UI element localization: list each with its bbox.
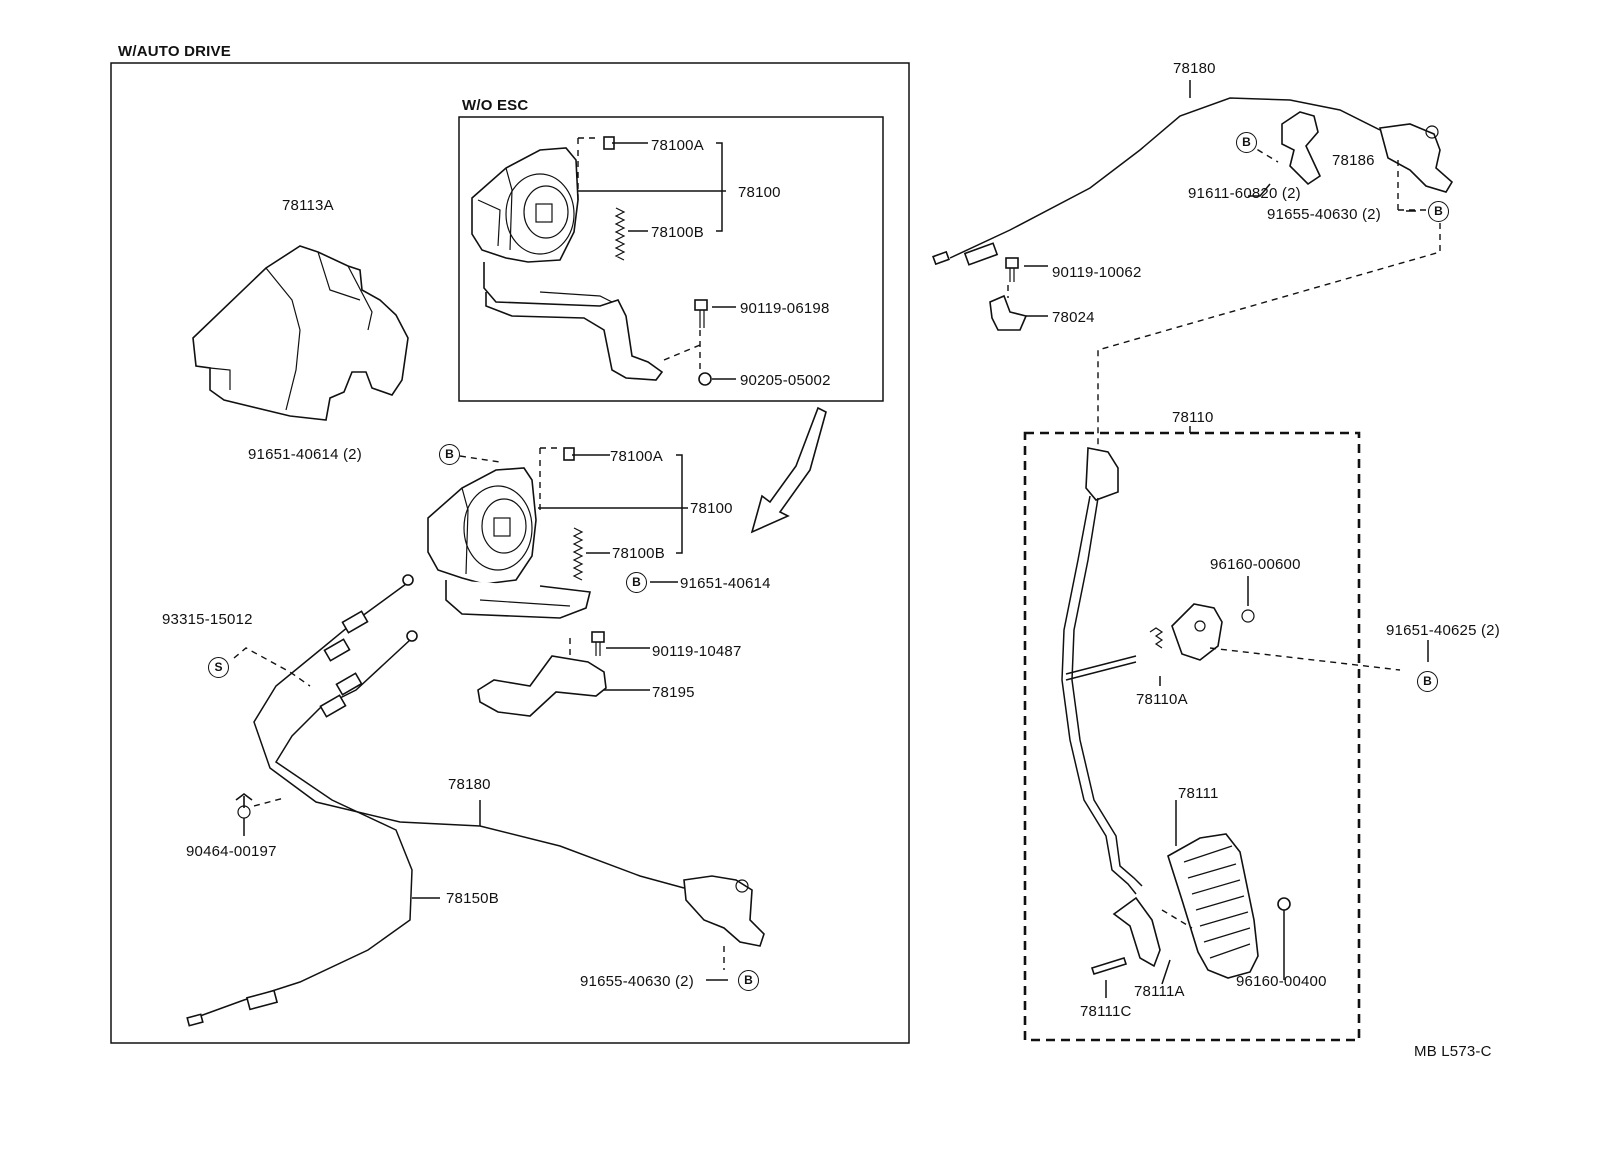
label-78110A: 78110A xyxy=(1136,691,1188,708)
label-78150B: 78150B xyxy=(446,890,499,907)
bolt-icon xyxy=(1005,257,1019,282)
label-90119-10487: 90119-10487 xyxy=(652,643,742,660)
marker-b: B xyxy=(1236,132,1257,153)
spring-icon xyxy=(1112,627,1164,968)
wo-esc-frame xyxy=(458,116,884,402)
label-inset-78100: 78100 xyxy=(738,184,781,201)
label-78100B: 78100B xyxy=(612,545,665,562)
clip-icon xyxy=(1241,609,1255,623)
cap-icon xyxy=(563,447,575,461)
header-auto-drive: W/AUTO DRIVE xyxy=(118,43,231,60)
bracket-icon xyxy=(483,262,664,381)
label-78195: 78195 xyxy=(652,684,695,701)
label-91611-60820: 91611-60820 (2) xyxy=(1188,185,1301,202)
auto-drive-frame xyxy=(110,62,910,1044)
cover-icon xyxy=(192,245,409,421)
label-inset-78100B: 78100B xyxy=(651,224,704,241)
bolt-icon xyxy=(591,631,605,656)
nut-icon xyxy=(698,372,712,386)
pedal-arm-icon xyxy=(1061,447,1143,895)
label-inset-78100A: 78100A xyxy=(651,137,704,154)
label-78024: 78024 xyxy=(1052,309,1095,326)
label-78113A: 78113A xyxy=(282,197,334,214)
arrow-icon xyxy=(750,406,827,534)
bracket-icon xyxy=(989,294,1028,331)
label-78111C: 78111C xyxy=(1080,1003,1132,1020)
marker-b: B xyxy=(738,970,759,991)
label-91651-40614-2: 91651-40614 (2) xyxy=(248,446,362,463)
label-91655-40630-top: 91655-40630 (2) xyxy=(1267,206,1381,223)
bracket-icon xyxy=(477,655,607,717)
label-96160-00400: 96160-00400 xyxy=(1236,973,1327,990)
header-wo-esc: W/O ESC xyxy=(462,97,529,114)
spring-icon xyxy=(572,527,584,581)
bolt-icon xyxy=(694,299,708,328)
label-inset-90205-05002: 90205-05002 xyxy=(740,372,831,389)
marker-b: B xyxy=(1417,671,1438,692)
marker-b: B xyxy=(626,572,647,593)
marker-b: B xyxy=(1428,201,1449,222)
label-90119-10062: 90119-10062 xyxy=(1052,264,1142,281)
label-93315-15012: 93315-15012 xyxy=(162,611,253,628)
bracket-icon xyxy=(1171,603,1223,661)
main-actuator-icon xyxy=(427,467,591,619)
label-78100: 78100 xyxy=(690,500,733,517)
label-78180-left: 78180 xyxy=(448,776,491,793)
label-inset-90119-06198: 90119-06198 xyxy=(740,300,830,317)
diagram-code: MB L573-C xyxy=(1414,1043,1492,1060)
label-78186: 78186 xyxy=(1332,152,1375,169)
pedal-pad-icon xyxy=(1167,833,1259,979)
label-78111A: 78111A xyxy=(1134,983,1185,1000)
bracket-icon xyxy=(1281,111,1322,186)
label-91655-40630-bottom: 91655-40630 (2) xyxy=(580,973,694,990)
label-78111: 78111 xyxy=(1178,785,1219,802)
marker-b: B xyxy=(439,444,460,465)
pin-icon xyxy=(1090,957,1128,975)
pedal-frame xyxy=(1023,431,1361,1042)
label-91651-40614: 91651-40614 xyxy=(680,575,771,592)
label-78180-top: 78180 xyxy=(1173,60,1216,77)
clip-icon xyxy=(235,793,253,819)
label-78110: 78110 xyxy=(1172,409,1214,426)
nut-icon xyxy=(1277,897,1291,911)
label-78100A: 78100A xyxy=(610,448,663,465)
label-96160-00600: 96160-00600 xyxy=(1210,556,1301,573)
throttle-actuator-icon xyxy=(471,147,579,263)
spring-icon xyxy=(614,207,626,261)
cable-icon xyxy=(186,574,765,1027)
marker-s: S xyxy=(208,657,229,678)
label-91651-40625: 91651-40625 (2) xyxy=(1386,622,1500,639)
cable-icon xyxy=(932,97,1454,266)
label-90464-00197: 90464-00197 xyxy=(186,843,277,860)
